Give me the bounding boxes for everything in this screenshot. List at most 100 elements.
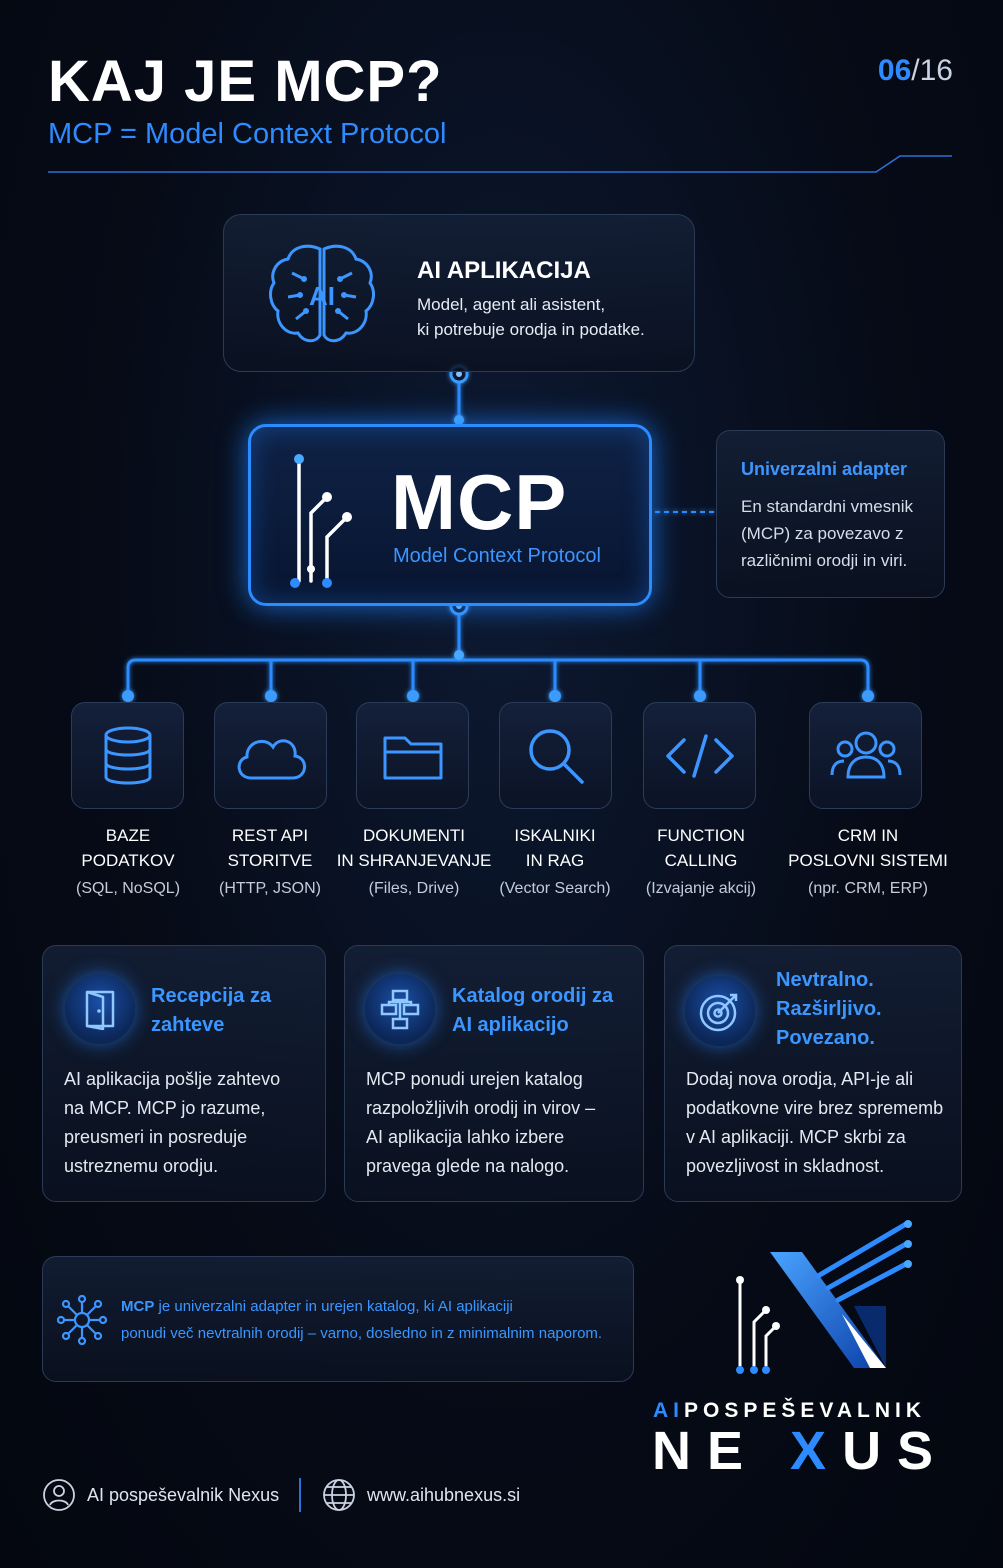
cloud-icon	[237, 738, 306, 779]
feature-title-line3: Povezano.	[776, 1027, 875, 1049]
feature-text-line3: preusmeri in posreduje	[64, 1127, 248, 1147]
brain-icon-label: AI	[309, 281, 335, 311]
feature-title-line2: Razširljivo.	[776, 998, 882, 1020]
brand-tagline: AIPOSPEŠEVALNIK	[653, 1399, 926, 1423]
brand-name: NE XUS	[652, 1420, 949, 1482]
feature-text-line1: AI aplikacija pošlje zahtevo	[64, 1069, 281, 1089]
adapter-desc-line2: (MCP) za povezavo z	[741, 524, 904, 543]
feature-text-line1: Dodaj nova orodja, API-je ali	[686, 1069, 914, 1089]
users-icon	[830, 731, 901, 778]
adapter-desc-line3: različnimi orodji in viri.	[741, 551, 908, 570]
tool-documents[interactable]	[356, 702, 469, 809]
summary-card: MCP je univerzalni adapter in urejen kat…	[42, 1256, 634, 1382]
door-icon	[85, 990, 115, 1030]
footer-url-link[interactable]: www.aihubnexus.si	[367, 1485, 521, 1505]
page-title: KAJ JE MCP?	[48, 49, 443, 114]
feature-title-line2: zahteve	[151, 1014, 225, 1036]
mcp-core-box: MCP Model Context Protocol	[248, 424, 652, 606]
feature-title-line1: Katalog orodij za	[452, 985, 614, 1007]
footer-divider	[299, 1478, 301, 1512]
page-subtitle: MCP = Model Context Protocol	[48, 118, 447, 150]
tool-label-function-calling: FUNCTION CALLING (Izvajanje akcij)	[616, 823, 786, 901]
header-divider	[48, 155, 952, 173]
tool-label-line1: FUNCTION	[657, 826, 745, 845]
page-current: 06	[877, 54, 912, 87]
ai-app-title: AI APLIKACIJA	[417, 257, 591, 284]
feature-card-reception: Recepcija za zahteve AI aplikacija pošlj…	[42, 945, 326, 1202]
user-icon	[43, 1479, 75, 1511]
tool-label-line2: STORITVE	[227, 851, 313, 870]
feature-title-line1: Nevtralno.	[776, 969, 874, 991]
page-total: /16	[911, 54, 953, 87]
brand-tagline-ai: AI	[653, 1399, 684, 1422]
tool-label-line2: IN RAG	[525, 851, 585, 870]
summary-bold: MCP	[121, 1298, 155, 1315]
tool-label-line2: POSLOVNI SISTEMI	[788, 851, 948, 870]
feature-title-line2: AI aplikacijo	[452, 1014, 569, 1036]
feature-text-line3: v AI aplikaciji. MCP skrbi za	[686, 1127, 906, 1147]
feature-text-line1: MCP ponudi urejen katalog	[366, 1069, 583, 1089]
adapter-title: Univerzalni adapter	[741, 459, 908, 479]
feature-card-neutral: Nevtralno. Razširljivo. Povezano. Dodaj …	[664, 945, 962, 1202]
feature-text-line2: na MCP. MCP jo razume,	[64, 1098, 266, 1118]
brand-name-part2: US	[842, 1421, 950, 1481]
brand-tagline-rest: POSPEŠEVALNIK	[684, 1399, 926, 1422]
folder-icon	[383, 736, 442, 779]
summary-line2: ponudi več nevtralnih orodij – varno, do…	[121, 1325, 603, 1342]
feature-text-line4: ustreznemu orodju.	[64, 1156, 219, 1176]
code-icon	[665, 733, 734, 778]
ai-app-desc-line2: ki potrebuje orodja in podatke.	[417, 320, 645, 339]
tool-crm[interactable]	[809, 702, 922, 809]
summary-line1: MCP je univerzalni adapter in urejen kat…	[121, 1293, 513, 1320]
feature-text-line2: podatkovne vire brez sprememb	[686, 1098, 944, 1118]
tool-function-calling[interactable]	[643, 702, 756, 809]
adapter-desc-line1: En standardni vmesnik	[741, 497, 913, 516]
target-icon	[699, 993, 738, 1032]
tool-label-crm: CRM IN POSLOVNI SISTEMI (npr. CRM, ERP)	[778, 823, 958, 901]
database-icon	[104, 726, 151, 784]
tool-label-line2: CALLING	[664, 851, 738, 870]
feature-text-line4: povezljivost in skladnost.	[686, 1156, 885, 1176]
mcp-subtitle: Model Context Protocol	[393, 545, 601, 567]
feature-icon-wrap	[65, 974, 135, 1044]
tool-label-line1: BAZE	[105, 826, 151, 845]
circuit-icon	[290, 454, 352, 588]
feature-card-catalog: Katalog orodij za AI aplikacijo MCP ponu…	[344, 945, 644, 1202]
tool-label-sub: (npr. CRM, ERP)	[807, 880, 928, 897]
mcp-title: MCP	[391, 458, 568, 546]
brand-name-x: X	[790, 1421, 843, 1481]
tool-database[interactable]	[71, 702, 184, 809]
tool-label-sub: (Izvajanje akcij)	[645, 880, 757, 897]
tool-label-rest-api: REST API STORITVE (HTTP, JSON)	[185, 823, 355, 901]
feature-icon-wrap	[685, 976, 755, 1046]
tool-label-line1: ISKALNIKI	[514, 826, 596, 845]
tool-label-sub: (Vector Search)	[499, 880, 611, 897]
page-counter: 06/16	[878, 54, 953, 88]
tool-label-documents: DOKUMENTI IN SHRANJEVANJE (Files, Drive)	[324, 823, 504, 901]
feature-icon-wrap	[365, 974, 435, 1044]
tool-label-database: BAZE PODATKOV (SQL, NoSQL)	[43, 823, 213, 901]
feature-title-line1: Recepcija za	[151, 985, 272, 1007]
connector-lines	[122, 364, 874, 702]
feature-text-line3: AI aplikacija lahko izbere	[366, 1127, 565, 1147]
ai-app-desc-line1: Model, agent ali asistent,	[417, 295, 606, 314]
search-icon	[528, 728, 584, 784]
brain-icon: AI	[269, 244, 375, 343]
tool-label-line1: CRM IN	[837, 826, 899, 845]
brand-name-part1: NE	[652, 1421, 791, 1481]
tool-label-search: ISKALNIKI IN RAG (Vector Search)	[470, 823, 640, 901]
ai-application-card: AI AI APLIKACIJA Model, agent ali asiste…	[223, 214, 695, 372]
nexus-logo-mark	[736, 1220, 912, 1374]
tool-rest-api[interactable]	[214, 702, 327, 809]
tool-label-line2: IN SHRANJEVANJE	[336, 851, 492, 870]
globe-icon	[323, 1479, 355, 1511]
tool-label-line1: DOKUMENTI	[363, 826, 465, 845]
tool-label-sub: (Files, Drive)	[368, 880, 460, 897]
catalog-icon	[380, 989, 420, 1030]
tool-label-line2: PODATKOV	[81, 851, 175, 870]
footer-name: AI pospeševalnik Nexus	[87, 1485, 280, 1505]
tool-search[interactable]	[499, 702, 612, 809]
feature-text-line2: razpoložljivih orodij in virov –	[366, 1098, 596, 1118]
feature-text-line4: pravega glede na nalogo.	[366, 1156, 570, 1176]
adapter-card: Univerzalni adapter En standardni vmesni…	[716, 430, 945, 598]
